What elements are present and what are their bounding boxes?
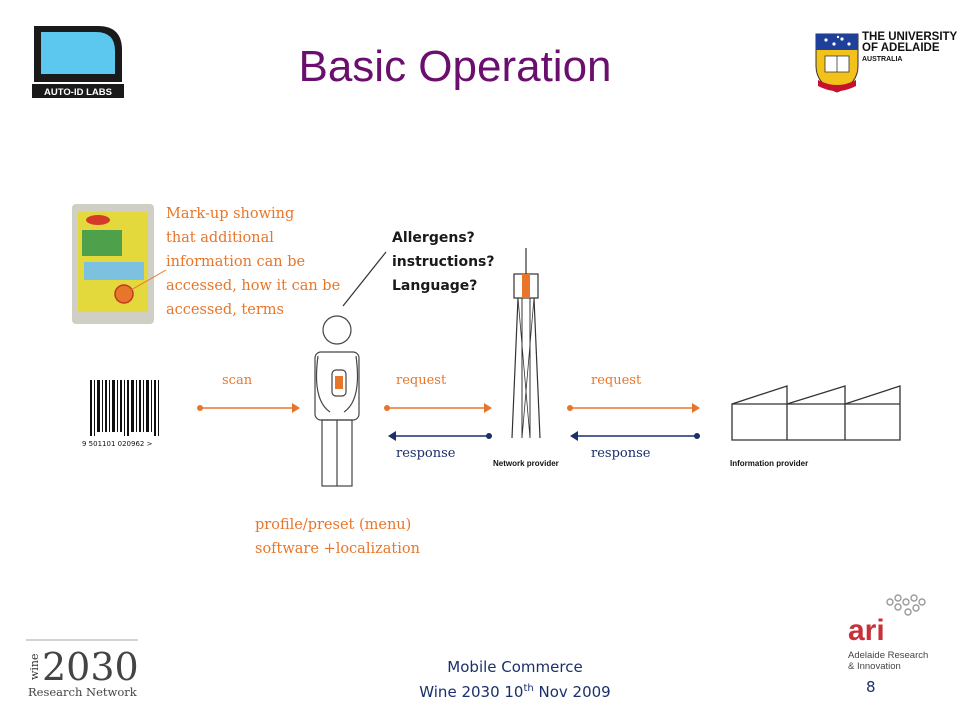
barcode-image: 9 501101 020962 > xyxy=(82,380,159,448)
wine-network-text: Research Network xyxy=(28,685,138,699)
markup-note-line: that additional xyxy=(166,230,274,246)
scan-arrow xyxy=(197,403,300,413)
response-arrow-2 xyxy=(570,431,700,441)
profile-note-line: software +localization xyxy=(255,541,420,557)
information-provider-label: Information provider xyxy=(730,459,809,468)
wine-number-text: 2030 xyxy=(42,645,139,689)
response-arrow-1 xyxy=(388,431,492,441)
footer-line-2: Wine 2030 10th Nov 2009 xyxy=(380,678,650,703)
question-line: Allergens? xyxy=(392,230,475,246)
markup-note: Mark-up showing that additional informat… xyxy=(166,202,340,322)
request-label-2: request xyxy=(591,373,642,388)
university-line-2: OF ADELAIDE xyxy=(862,42,940,54)
footer-date-prefix: Wine 2030 10 xyxy=(419,683,524,701)
markup-note-line: information can be xyxy=(166,254,306,270)
questions-bubble: Allergens? instructions? Language? xyxy=(392,226,495,298)
question-line: Language? xyxy=(392,278,478,294)
product-package-image xyxy=(72,204,167,324)
auto-id-labs-text: AUTO-ID LABS xyxy=(44,87,112,98)
question-line: instructions? xyxy=(392,254,495,270)
slide-title: Basic Operation xyxy=(298,42,612,91)
auto-id-labs-logo: AUTO-ID LABS xyxy=(32,26,124,98)
network-provider-label: Network provider xyxy=(493,459,559,468)
response-label-1: response xyxy=(396,446,456,461)
factory-icon xyxy=(731,385,901,441)
university-shield-icon xyxy=(815,33,859,93)
network-tower-icon xyxy=(511,248,541,439)
footer-date-sup: th xyxy=(523,683,534,694)
markup-note-line: Mark-up showing xyxy=(166,206,295,222)
wine-vertical-text: wine xyxy=(28,653,41,680)
profile-note: profile/preset (menu) software +localiza… xyxy=(255,513,420,561)
ari-mark-text: ari xyxy=(848,614,885,647)
footer-line-1: Mobile Commerce xyxy=(447,658,583,676)
page-number: 8 xyxy=(866,678,876,696)
ari-logo: ari Adelaide Research & Innovation xyxy=(848,594,928,672)
request-arrow-2 xyxy=(567,403,700,413)
barcode-digits: 9 501101 020962 > xyxy=(82,440,153,448)
phone-icon xyxy=(331,369,347,397)
response-label-2: response xyxy=(591,446,651,461)
scan-label: scan xyxy=(222,373,253,388)
profile-note-line: profile/preset (menu) xyxy=(255,517,412,533)
wine-2030-logo: wine 2030 Research Network xyxy=(26,639,139,699)
university-name: THE UNIVERSITY OF ADELAIDE AUSTRALIA xyxy=(862,31,958,65)
university-line-3: AUSTRALIA xyxy=(862,56,903,63)
request-label-1: request xyxy=(396,373,447,388)
markup-note-line: accessed, how it can be xyxy=(166,278,341,294)
basic-operation-diagram: 9 501101 020962 > xyxy=(72,204,901,487)
university-line-1: THE UNIVERSITY xyxy=(862,31,958,43)
ari-line-1: Adelaide Research xyxy=(848,650,928,661)
markup-note-line: accessed, terms xyxy=(166,302,284,318)
person-figure xyxy=(314,315,360,487)
ari-line-2: & Innovation xyxy=(848,661,901,672)
footer-text: Mobile Commerce Wine 2030 10th Nov 2009 xyxy=(380,656,650,703)
request-arrow-1 xyxy=(384,403,492,413)
footer-date-suffix: Nov 2009 xyxy=(533,683,611,701)
